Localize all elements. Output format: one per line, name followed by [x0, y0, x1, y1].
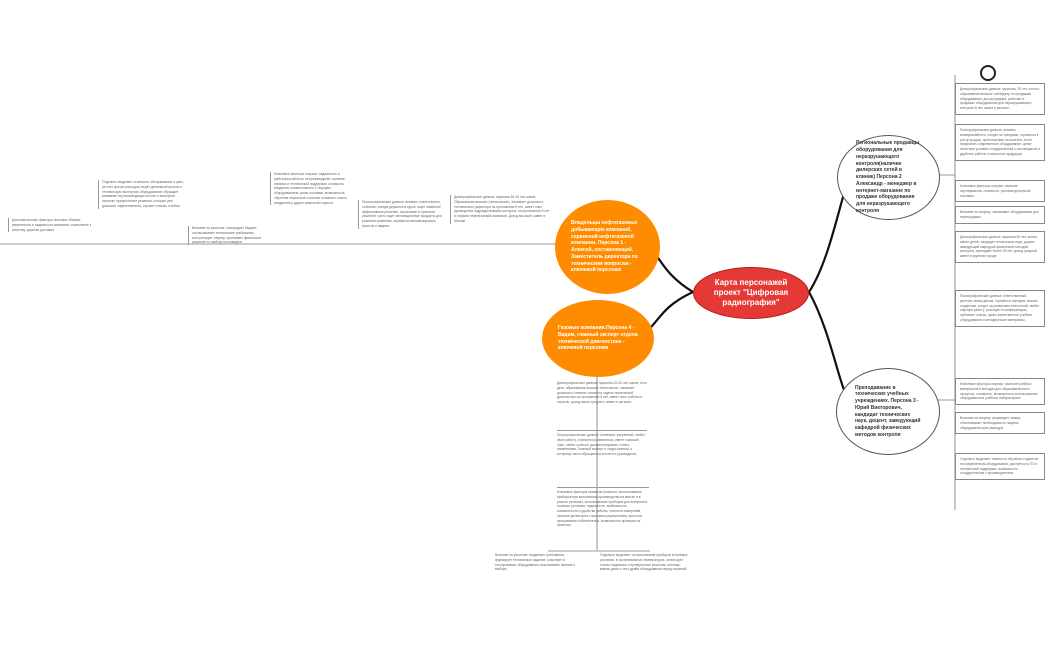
note-box: Ключевые факторы покупки: наличие учебны…	[955, 378, 1045, 406]
note-box: Демографические данные: мужчина 50 лет, …	[955, 231, 1045, 263]
note-text: Влияние на решение: выдвигает требования…	[495, 553, 576, 572]
note-text: Психографические данные: активен, ответс…	[358, 200, 446, 229]
note-box: Психографические данные: ответственный, …	[955, 290, 1045, 327]
note-box: Влияние на покупку: формирует заявку, об…	[955, 412, 1045, 435]
note-text: Дополнительные факторы: высокие объемы, …	[8, 218, 96, 233]
branch-regional-sellers[interactable]: Региональные продавцы оборудования для н…	[837, 135, 940, 220]
branch-label: Преподавание в технических учебных учреж…	[855, 384, 921, 438]
branch-gas-companies[interactable]: Газовые компании.Персона 4 - Вадим, глав…	[542, 300, 654, 377]
center-node[interactable]: Карта персонажей проект "Цифровая радиог…	[693, 267, 809, 319]
note-text: Влияние на решение: утверждает бюджет, с…	[188, 226, 268, 246]
circle-icon	[980, 65, 996, 81]
branch-label: Владельцы нефтегазовых добывающих компан…	[571, 220, 638, 274]
branch-label: Газовые компании.Персона 4 - Вадим, глав…	[558, 325, 638, 352]
branch-education[interactable]: Преподавание в технических учебных учреж…	[836, 368, 940, 455]
note-text: Отдельно выделяет: использование приборо…	[600, 553, 688, 572]
note-text: Психографические данные: активный, увере…	[557, 430, 647, 457]
note-text: Демографические данные: мужчина 35-45 ле…	[450, 195, 550, 224]
center-label: Карта персонажей проект "Цифровая радиог…	[713, 278, 789, 307]
note-box: Отдельно выделяет: важность обучения сту…	[955, 453, 1045, 481]
note-text: Ключевые факторы принятия решения: испол…	[557, 487, 649, 528]
note-box: Психографические данные: активен, коммун…	[955, 124, 1045, 161]
note-box: Ключевые факторы покупки: наличие сертиф…	[955, 180, 1045, 203]
branch-label: Региональные продавцы оборудования для н…	[856, 140, 920, 214]
branch-gas-oil-owners[interactable]: Владельцы нефтегазовых добывающих компан…	[555, 200, 660, 294]
note-text: Отдельно выделяет стоимость обслуживания…	[98, 180, 186, 209]
note-box: Демографические данные: мужчина, 30 лет,…	[955, 83, 1045, 115]
note-text: Ключевые факторы покупки: надежность и р…	[270, 172, 355, 206]
note-box: Влияние на покупку: заказывает оборудова…	[955, 206, 1045, 224]
note-text: Демографические данные: мужчина 30-40 ле…	[557, 381, 647, 405]
